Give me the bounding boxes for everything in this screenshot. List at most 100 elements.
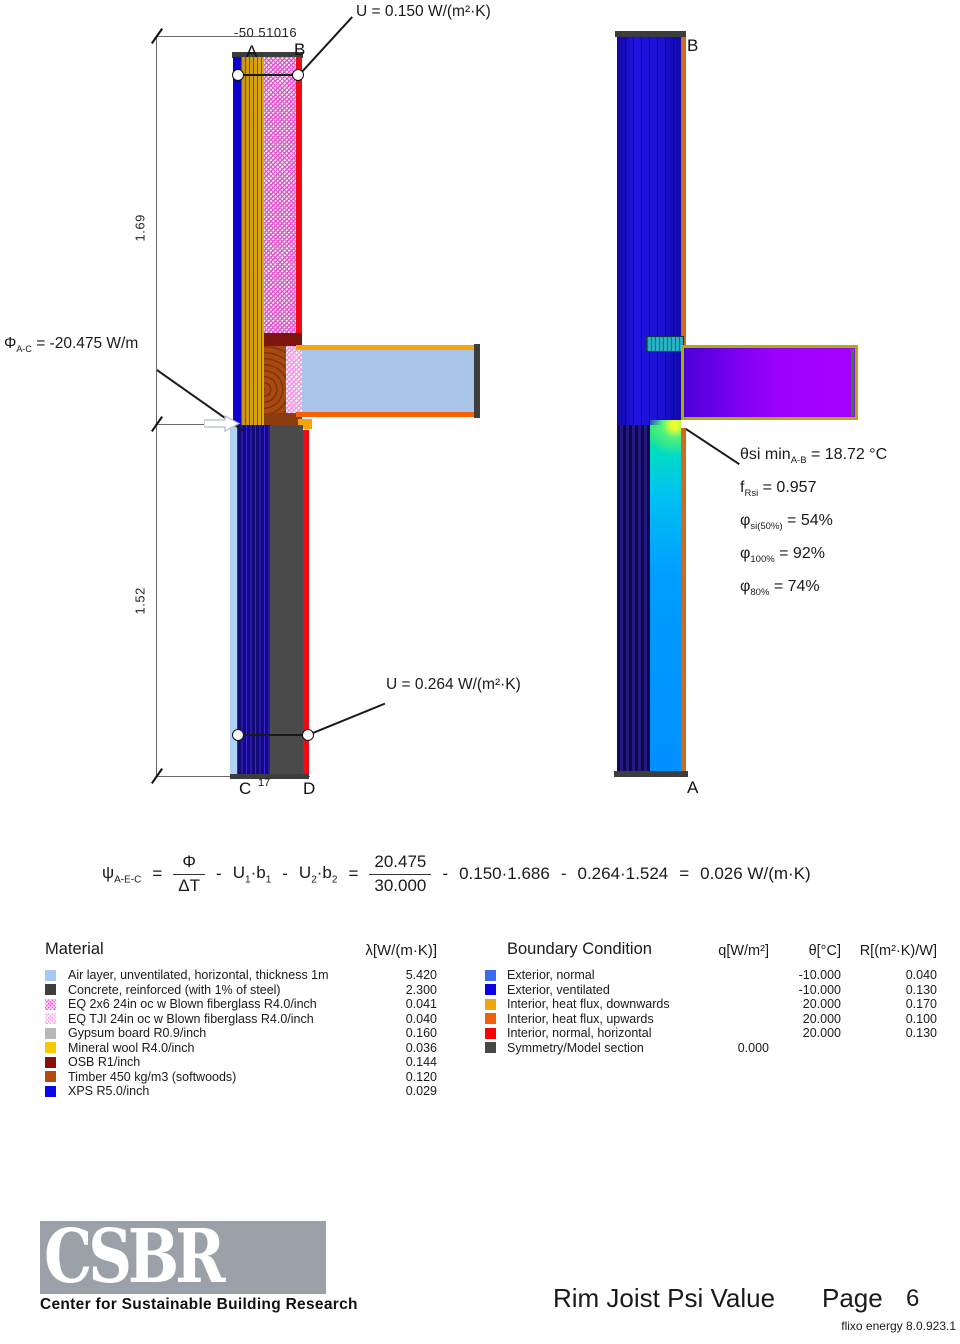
dimension-line-vertical (156, 36, 157, 777)
csbr-logo-tagline: Center for Sustainable Building Research (40, 1296, 358, 1313)
timber-rim-joist (264, 346, 286, 425)
dimension-extension-top (156, 36, 285, 37)
fiberglass-2x6-layer (264, 57, 296, 333)
u-bottom-leader-line (307, 702, 386, 736)
tmap-symmetry-cap-bottom (614, 771, 688, 777)
boundary-rows: Exterior, normal -10.000 0.040 Exterior,… (485, 968, 937, 1055)
boundary-r-value: 0.130 (905, 982, 937, 997)
csbr-logo-acronym: CSBR (44, 1214, 226, 1300)
floor-air-layer (302, 350, 474, 412)
result-subscript: si(50%) (750, 521, 783, 533)
tmap-interior-edge-lower (681, 428, 686, 771)
psi-value-formula: ψA-E-C = Φ ΔT - U1·b1 - U2·b2 = 20.475 3… (102, 842, 892, 906)
minus-sign: - (216, 864, 222, 883)
material-row: Concrete, reinforced (with 1% of steel) … (45, 983, 437, 998)
material-lambda-value: 0.120 (405, 1069, 437, 1084)
tmap-point-label-a: A (687, 778, 699, 797)
mineral-wool-layer (241, 57, 264, 425)
boundary-color-swatch (485, 969, 496, 981)
material-name: OSB R1/inch (68, 1055, 141, 1069)
material-name: EQ TJI 24in oc w Blown fiberglass R4.0/i… (68, 1011, 314, 1026)
tmap-symmetry-cap-top (615, 31, 686, 37)
phi-value: = -20.475 W/m (36, 335, 139, 352)
boundary-theta-value: 20.000 (802, 1026, 841, 1040)
r-column-header: R[(m²·K)/W] (859, 943, 937, 959)
boundary-row: Interior, heat flux, upwards 20.000 0.10… (485, 1012, 937, 1027)
boundary-color-swatch (485, 1042, 496, 1053)
equals-sign: = (679, 864, 690, 883)
material-name: Mineral wool R4.0/inch (68, 1040, 195, 1055)
result-line: φsi(50%) = 54% (740, 512, 887, 545)
tmap-thermal-bridge-hotspot (650, 420, 681, 454)
material-color-swatch (45, 998, 56, 1010)
boundary-condition-table: Boundary Condition q[W/m²] θ[°C] R[(m²·K… (485, 940, 937, 1055)
u-bottom-marker-left (232, 729, 244, 741)
material-table: Material λ[W/(m·K)] Air layer, unventila… (45, 940, 437, 1099)
boundary-r-value: 0.100 (905, 1011, 937, 1026)
material-color-swatch (45, 1056, 56, 1068)
phi-symbol: Φ (4, 335, 17, 352)
u1-numeric-term: 0.150·1.686 (459, 864, 550, 883)
material-row: EQ TJI 24in oc w Blown fiberglass R4.0/i… (45, 1012, 437, 1027)
result-line: fRsi = 0.957 (740, 479, 887, 512)
result-symbol: φ (740, 545, 751, 562)
psi-result-value: 0.026 W/(m·K) (700, 864, 811, 883)
boundary-r-value: 0.130 (905, 1026, 937, 1040)
material-name: XPS R5.0/inch (68, 1084, 150, 1098)
u2-numeric-term: 0.264·1.524 (577, 864, 669, 883)
material-row: Mineral wool R4.0/inch 0.036 (45, 1041, 437, 1056)
result-subscript: A-B (790, 455, 807, 467)
boundary-name: Interior, normal, horizontal (507, 1026, 652, 1040)
u-top-marker-left (232, 69, 244, 81)
boundary-color-swatch (485, 1027, 496, 1039)
minus-sign: - (560, 864, 567, 883)
boundary-theta-value: -10.000 (798, 982, 841, 997)
material-lambda-value: 0.160 (405, 1026, 437, 1040)
u-value-bottom-annotation: U = 0.264 W/(m²·K) (386, 676, 521, 693)
minus-sign: - (442, 864, 449, 883)
tmap-subfloor-edge (646, 336, 684, 352)
exterior-normal-boundary-line (230, 425, 237, 776)
boundary-name: Interior, heat flux, upwards (507, 1011, 654, 1026)
material-color-swatch (45, 1042, 56, 1053)
material-row: XPS R5.0/inch 0.029 (45, 1084, 437, 1099)
boundary-q-value (705, 968, 769, 983)
boundary-row: Symmetry/Model section 0.000 (485, 1041, 937, 1056)
minus-sign: - (282, 864, 288, 883)
material-table-header: Material λ[W/(m·K)] (45, 940, 437, 959)
osb-band (264, 333, 302, 346)
floor-symmetry-cap-right (474, 344, 480, 418)
boundary-q-value: 0.000 (737, 1040, 769, 1055)
material-color-swatch (45, 1085, 56, 1097)
boundary-row: Exterior, normal -10.000 0.040 (485, 968, 937, 983)
material-name: EQ 2x6 24in oc w Blown fiberglass R4.0/i… (68, 997, 317, 1011)
tmap-interior-edge-upper (681, 37, 686, 345)
boundary-row: Interior, normal, horizontal 20.000 0.13… (485, 1026, 937, 1041)
surface-temperature-results: θsi minA-B = 18.72 °C fRsi = 0.957 φsi(5… (740, 446, 887, 611)
material-lambda-value: 0.040 (405, 1011, 437, 1026)
boundary-theta-value: 20.000 (802, 997, 841, 1011)
fiberglass-tji-layer (286, 346, 302, 413)
result-symbol: f (740, 479, 745, 496)
page-number: 6 (906, 1285, 920, 1312)
result-subscript: Rsi (744, 488, 759, 500)
result-subscript: 100% (750, 554, 775, 566)
u2-b2-term: U2·b2 (298, 862, 338, 886)
boundary-name: Interior, heat flux, downwards (507, 997, 670, 1011)
symmetry-cap-top (232, 52, 303, 58)
result-line: φ80% = 74% (740, 578, 887, 611)
boundary-theta-value: -10.000 (798, 968, 841, 982)
equals-sign: = (152, 864, 163, 883)
dimension-values-top: -50 51016 (234, 25, 298, 40)
u-top-measure-line (238, 74, 298, 76)
tmap-floor (681, 345, 858, 420)
theta-column-header: θ[°C] (808, 943, 841, 959)
report-title: Rim Joist Psi Value (553, 1283, 776, 1313)
page-label: Page (822, 1283, 883, 1313)
numeric-fraction: 20.475 30.000 (369, 851, 432, 896)
result-symbol: φ (740, 578, 751, 595)
material-color-swatch (45, 1027, 56, 1039)
point-label-d: D (303, 779, 316, 798)
material-name: Gypsum board R0.9/inch (68, 1026, 207, 1040)
